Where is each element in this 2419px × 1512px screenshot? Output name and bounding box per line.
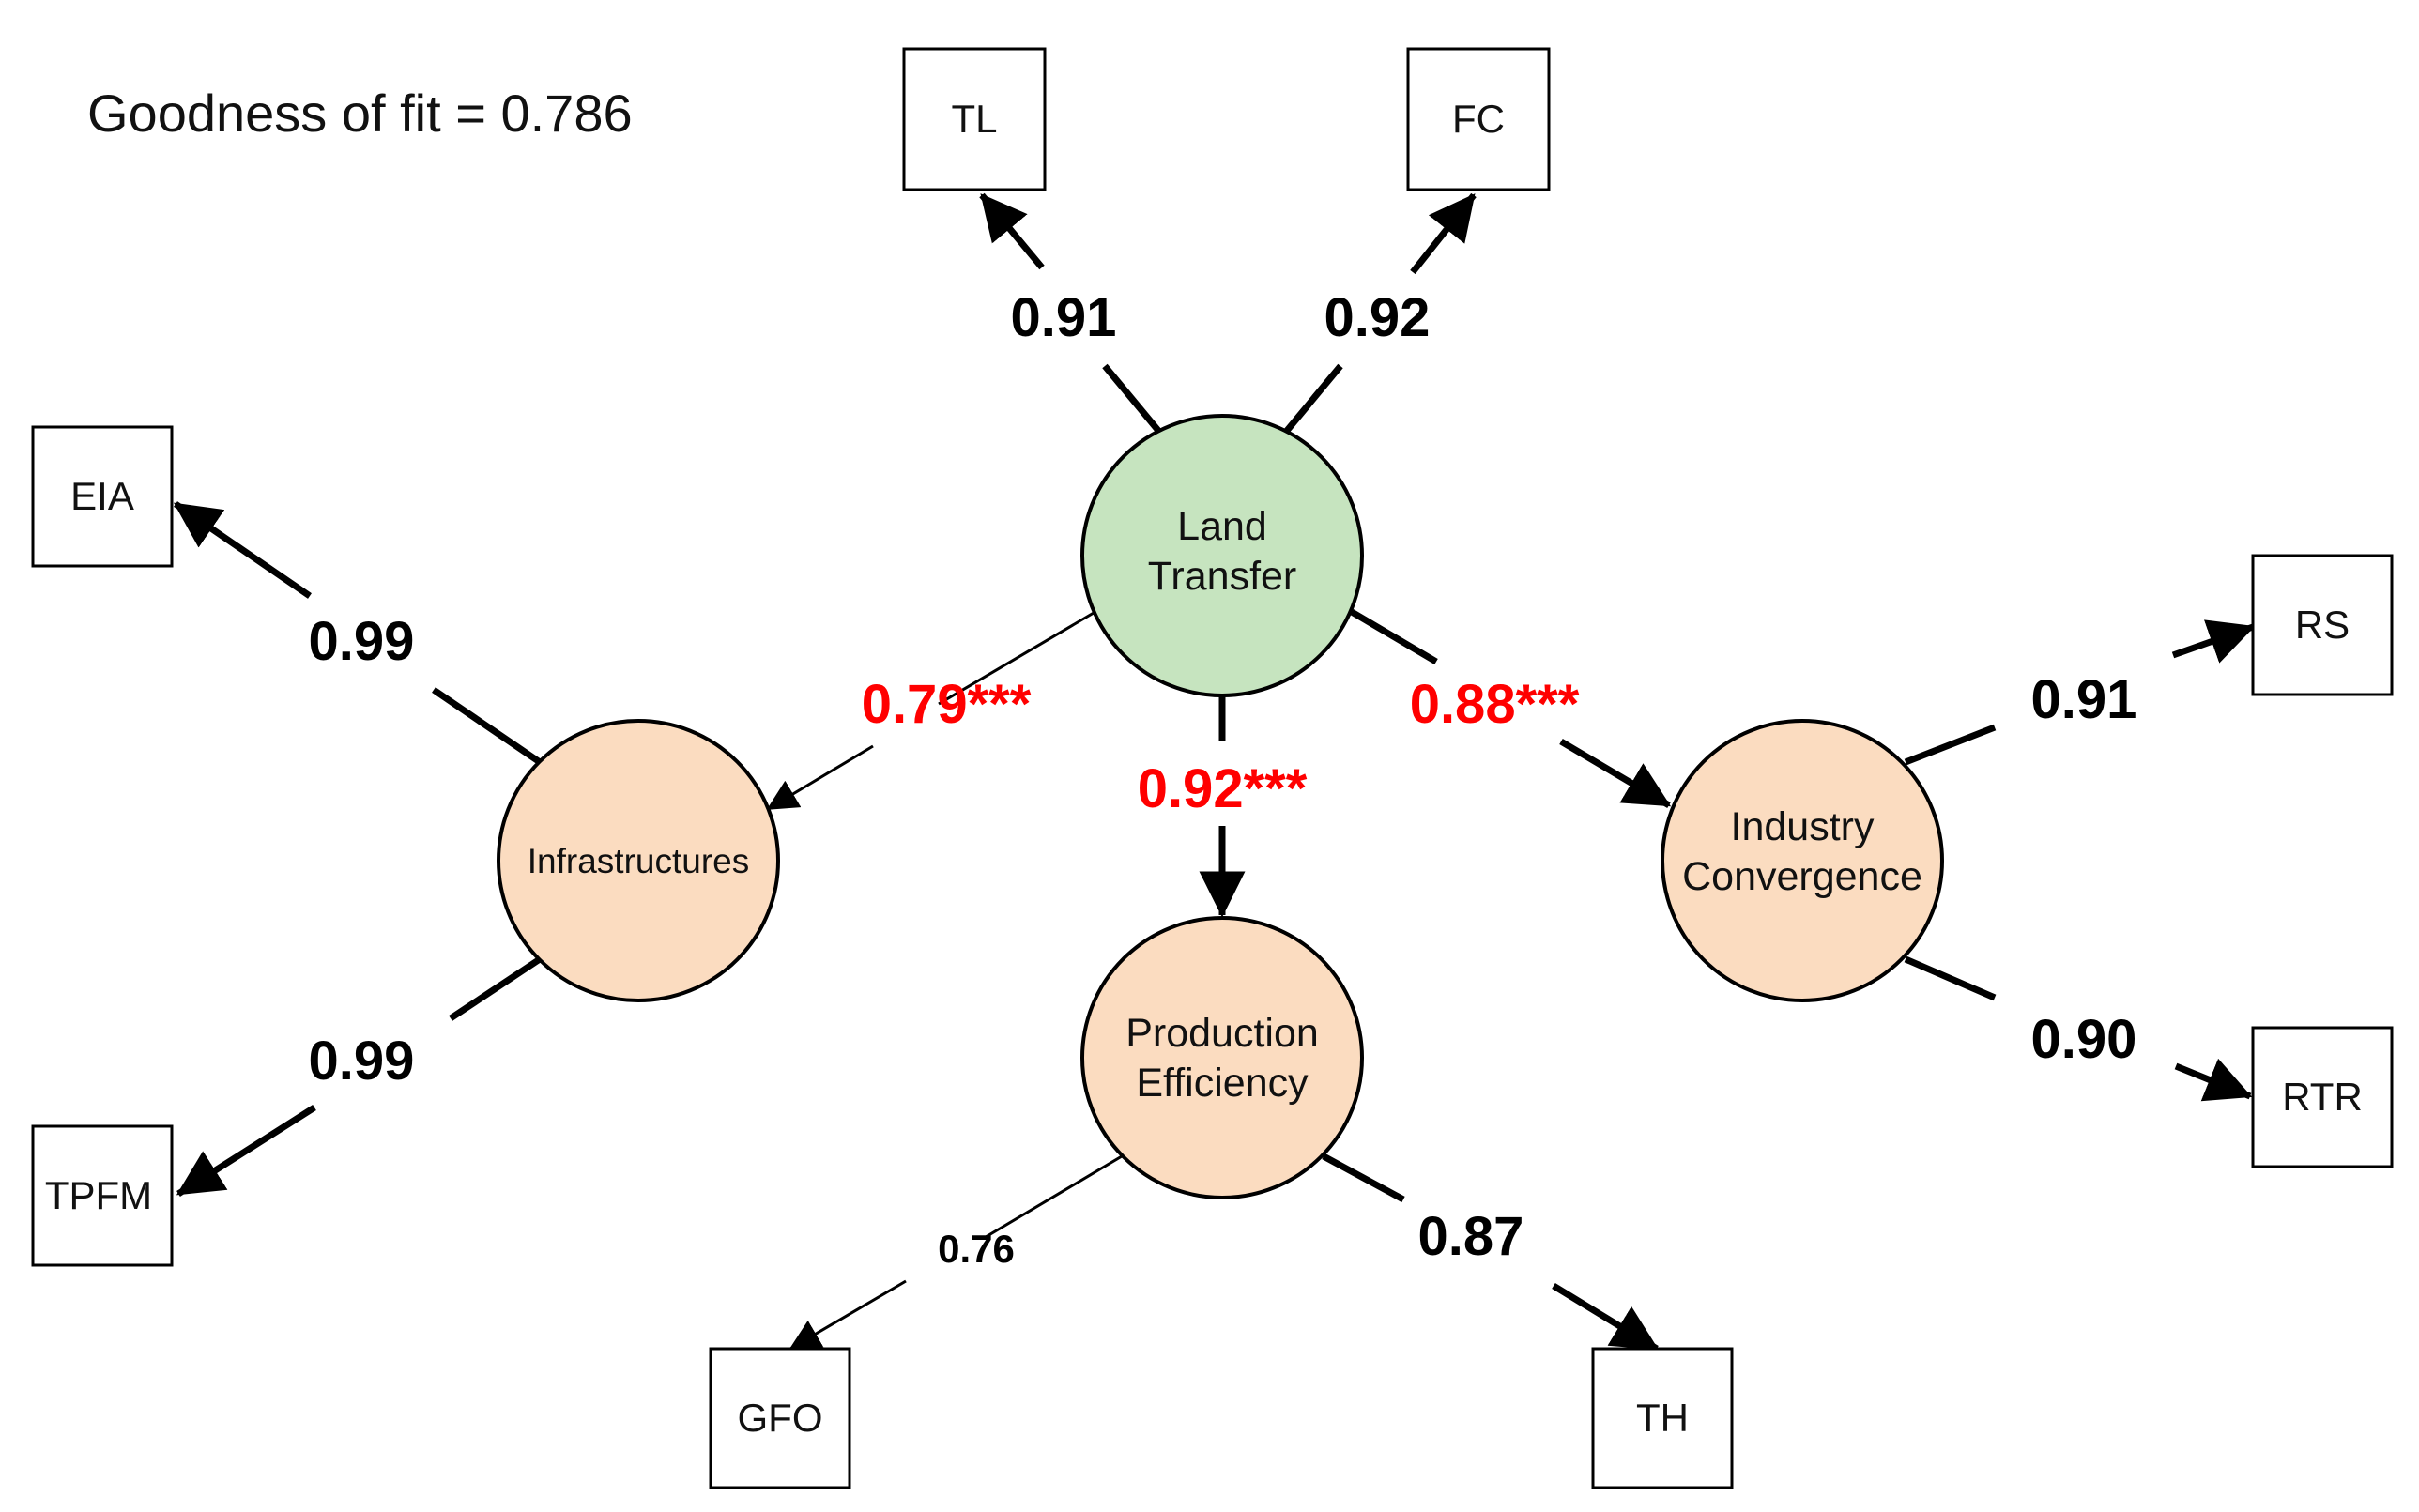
path-inf-eia-seg2 — [173, 501, 312, 599]
path-pe-th-seg1 — [1322, 1153, 1405, 1203]
latent-node-land-transfer — [1080, 414, 1364, 697]
path-ic-rs-seg1 — [1904, 724, 1997, 766]
coef-ic-rs: 0.91 — [2031, 669, 2137, 730]
coef-lt-fc: 0.92 — [1324, 287, 1431, 348]
path-inf-eia-seg1 — [432, 687, 542, 765]
coef-pe-th: 0.87 — [1418, 1206, 1524, 1267]
path-lt-ic-seg2 — [1559, 738, 1672, 809]
coef-ic-rtr: 0.90 — [2031, 1009, 2137, 1070]
path-ic-rs-seg2 — [2171, 619, 2256, 664]
indicator-label-eia: EIA — [70, 474, 134, 518]
path-pe-gfo-seg2 — [788, 1279, 907, 1351]
industry-convergence-label-line2: Convergence — [1682, 854, 1922, 899]
indicator-label-rs: RS — [2295, 603, 2350, 647]
indicator-label-fc: FC — [1452, 97, 1505, 141]
coef-inf-tpfm: 0.99 — [309, 1031, 415, 1092]
indicator-box-tpfm — [31, 1124, 174, 1267]
path-lt-fc-seg1 — [1283, 363, 1343, 435]
path-ic-rtr-seg2 — [2174, 1058, 2253, 1102]
coef-lt-pe: 0.92*** — [1138, 758, 1308, 819]
path-inf-tpfm-seg2 — [176, 1105, 316, 1197]
indicator-box-rs — [2251, 554, 2394, 696]
land-transfer-label-line1: Land — [1177, 504, 1267, 549]
path-ic-rtr-seg1 — [1904, 955, 1997, 1001]
path-lt-tl-seg1 — [1102, 363, 1162, 435]
path-pe-th-seg2 — [1552, 1283, 1660, 1352]
indicator-label-rtr: RTR — [2282, 1075, 2363, 1119]
coef-lt-tl: 0.91 — [1011, 287, 1117, 348]
coef-lt-ic: 0.88*** — [1410, 674, 1580, 735]
path-lt-inf-seg2 — [766, 744, 874, 811]
indicator-box-tl — [902, 47, 1047, 191]
land-transfer-label-line2: Transfer — [1148, 554, 1297, 599]
production-efficiency-label-line2: Efficiency — [1136, 1061, 1309, 1106]
indicator-box-gfo — [709, 1347, 851, 1489]
path-inf-tpfm-seg1 — [449, 956, 542, 1021]
path-pe-gfo-seg1 — [985, 1154, 1123, 1239]
indicator-label-gfo: GFO — [738, 1396, 823, 1440]
path-lt-tl-seg2 — [979, 192, 1045, 270]
latent-node-infrastructures — [497, 719, 780, 1002]
indicator-label-tl: TL — [951, 97, 997, 141]
coef-inf-eia: 0.99 — [309, 611, 415, 672]
coef-pe-gfo: 0.76 — [938, 1227, 1015, 1271]
indicator-box-eia — [31, 425, 174, 568]
production-efficiency-label-line1: Production — [1125, 1011, 1319, 1056]
indicator-label-tpfm: TPFM — [45, 1173, 152, 1217]
coef-lt-inf: 0.79*** — [862, 674, 1032, 735]
latent-node-industry-convergence — [1661, 719, 1944, 1002]
path-lt-ic-seg1 — [1350, 608, 1438, 665]
goodness-of-fit-title: Goodness of fit = 0.786 — [87, 84, 633, 143]
indicator-box-fc — [1406, 47, 1551, 191]
indicator-box-th — [1591, 1347, 1734, 1489]
industry-convergence-label-line1: Industry — [1731, 804, 1875, 849]
path-lt-fc-seg2 — [1410, 192, 1477, 275]
indicator-box-rtr — [2251, 1026, 2394, 1168]
path-lt-inf-seg1 — [938, 611, 1095, 706]
latent-node-production-efficiency — [1080, 916, 1364, 1199]
infrastructures-label: Infrastructures — [528, 842, 749, 880]
indicator-label-th: TH — [1636, 1396, 1689, 1440]
